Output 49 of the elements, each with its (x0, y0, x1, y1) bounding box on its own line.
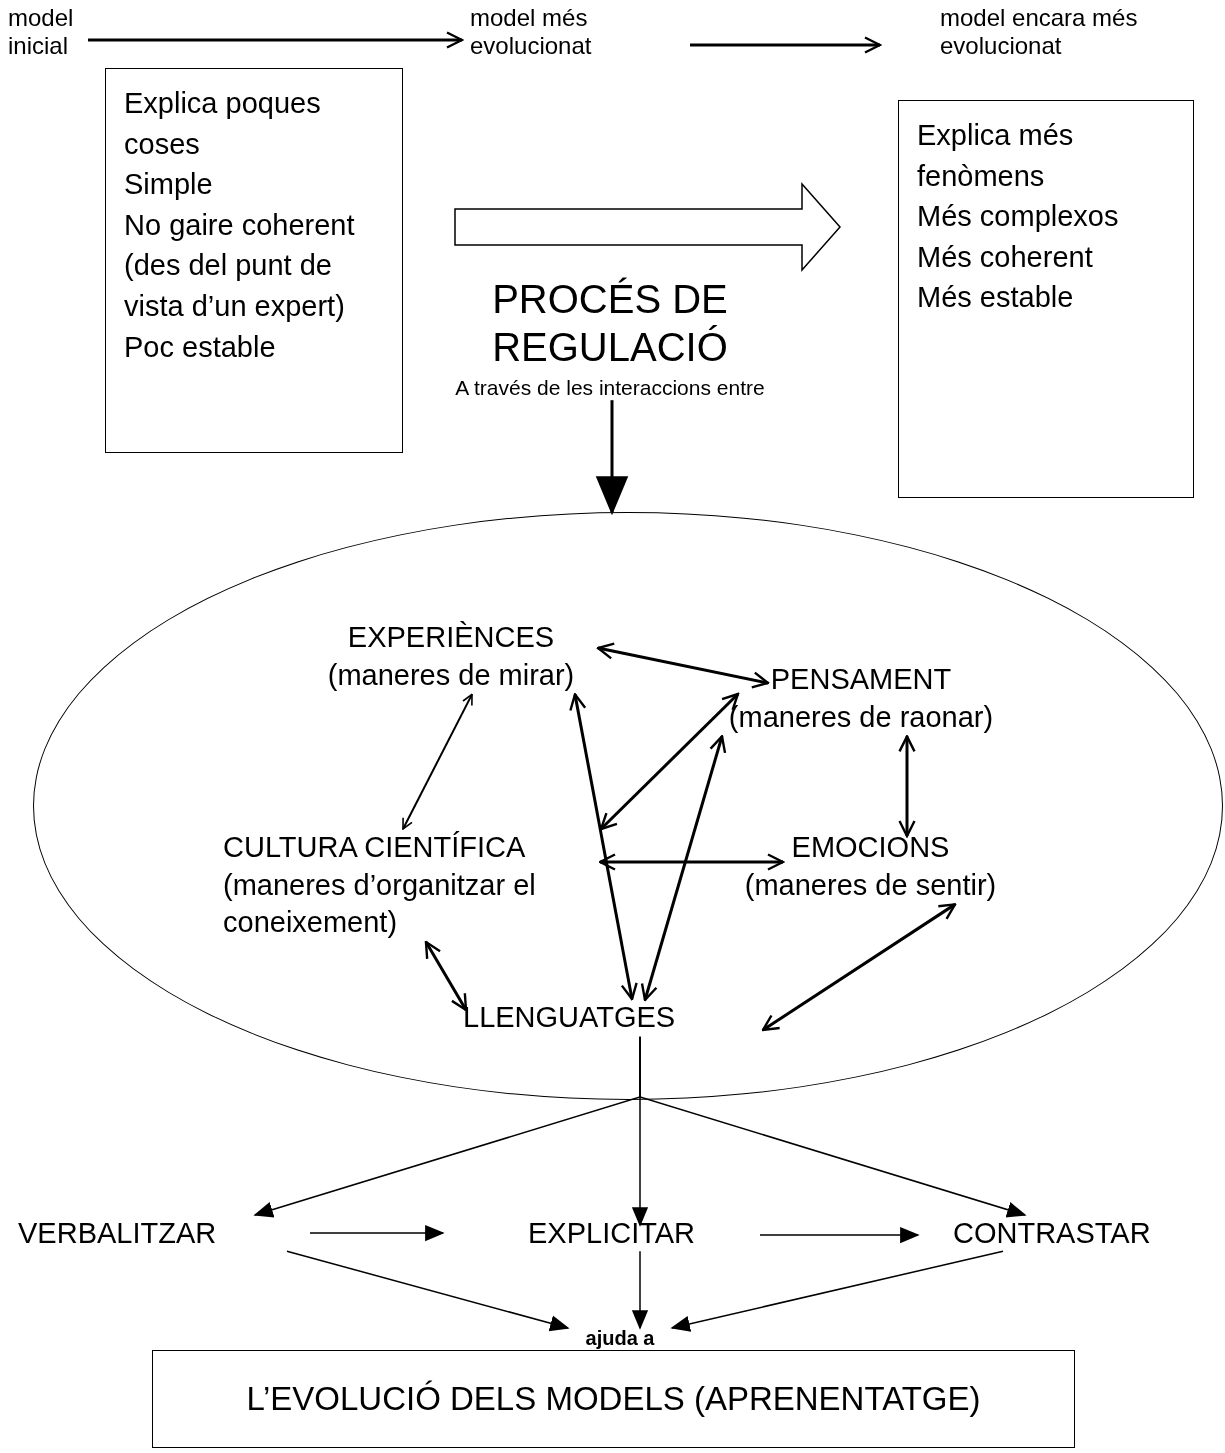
node-label: model més evolucionat (470, 4, 593, 60)
node-label: Explica més fenòmens (917, 118, 1075, 194)
node-label: CULTURA CIENTÍFICA (223, 830, 527, 865)
node-label: EMOCIONS (790, 830, 951, 865)
node-label: LLENGUATGES (463, 1000, 677, 1035)
node-label: Explica poques coses (124, 86, 322, 162)
node-subtext: Més complexos (917, 199, 1120, 235)
node-label: EXPERIÈNCES (346, 620, 556, 655)
arrow (761, 903, 957, 1032)
node-label: EXPLICITAR (528, 1216, 697, 1251)
arrow (759, 1226, 920, 1244)
node-subtext: A través de les interaccions entre (454, 375, 766, 401)
arrow (639, 1035, 1027, 1218)
node-label: PROCÉS DE REGULACIÓ (491, 276, 729, 371)
arrow (670, 1250, 1004, 1332)
arrow (309, 1224, 445, 1242)
arrow (286, 1250, 570, 1332)
text-box (898, 100, 1194, 498)
arrow (569, 693, 638, 1001)
title-box (152, 1350, 1075, 1448)
text-box (105, 68, 403, 453)
node-label: CONTRASTAR (953, 1216, 1152, 1251)
node-subtext: (maneres de sentir) (743, 867, 998, 903)
arrow (424, 940, 468, 1012)
node-subtext: Poc estable (124, 329, 277, 365)
node-label: ajuda a (584, 1328, 656, 1348)
arrow (402, 693, 473, 830)
block-arrow (454, 182, 841, 272)
arrow (88, 31, 464, 49)
node-subtext: (maneres de mirar) (326, 657, 576, 693)
arrow (690, 36, 882, 54)
arrow (595, 400, 629, 516)
node-label: model inicial (8, 4, 75, 60)
arrow (598, 853, 785, 871)
node-subtext: Més estable (917, 280, 1075, 316)
node-subtext: No gaire coherent (des del punt de vista d’un expert) (124, 207, 356, 324)
node-subtext: Més coherent (917, 239, 1094, 275)
node-label: VERBALITZAR (18, 1216, 218, 1251)
arrow (640, 735, 727, 1002)
node-label: model encara més evolucionat (940, 4, 1139, 60)
arrow (599, 692, 740, 831)
arrow (898, 735, 916, 838)
node-label: L’EVOLUCIÓ DELS MODELS (APRENENTATGE) (246, 1379, 981, 1420)
node-label: PENSAMENT (769, 662, 953, 697)
node-subtext: (maneres d’organitzar el coneixement) (223, 867, 537, 941)
arrow (631, 1250, 649, 1330)
arrow (596, 642, 770, 689)
node-subtext: Simple (124, 167, 214, 203)
node-subtext: (maneres de raonar) (727, 699, 995, 735)
